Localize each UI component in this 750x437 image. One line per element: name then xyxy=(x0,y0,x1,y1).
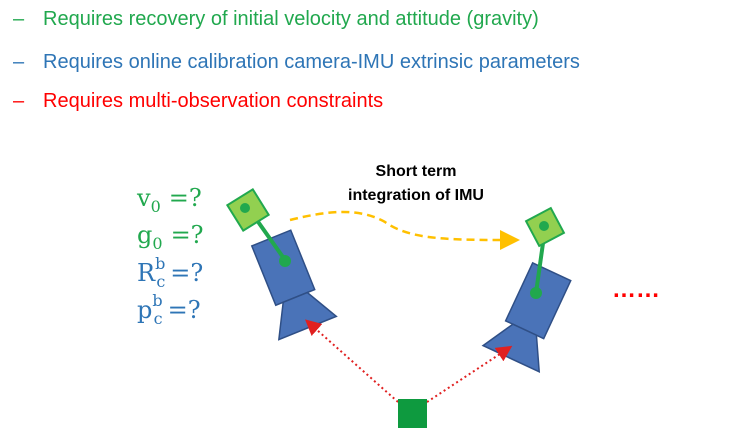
imu-left-link xyxy=(252,214,287,262)
imu-right-dot xyxy=(539,221,549,231)
unknown-rcb-symbol: R xyxy=(137,259,156,287)
imu-left-body-dot xyxy=(279,255,291,267)
unknown-v0: v0 =? xyxy=(136,184,202,216)
unknown-pcb-superscript: b xyxy=(152,291,162,310)
camera-right-body-group xyxy=(481,261,572,374)
observation-ray-right xyxy=(426,345,513,403)
landmark-square xyxy=(398,399,427,428)
unknown-g0-rest: =? xyxy=(171,221,204,249)
observation-ray-left xyxy=(305,319,399,403)
unknown-v0-symbol: v xyxy=(136,184,151,212)
imu-integration-label: Short term integration of IMU xyxy=(348,163,484,204)
unknown-g0: g0 =? xyxy=(137,221,204,253)
unknown-pcb-symbol: p xyxy=(137,296,152,324)
camera-left-body-group xyxy=(250,229,338,341)
unknown-g0-subscript: 0 xyxy=(152,234,162,253)
camera-left xyxy=(225,187,338,341)
imu-left-dot xyxy=(240,203,250,213)
unknown-g0-symbol: g xyxy=(137,221,152,249)
unknown-pcb-subscript: c xyxy=(154,309,163,328)
bullet-dash: – xyxy=(13,51,25,73)
unknown-v0-rest: =? xyxy=(169,184,202,212)
camera-left-lens xyxy=(277,291,338,341)
bullet-multi-observation: –Requires multi-observation constraints xyxy=(13,90,383,113)
bullet-dash: – xyxy=(13,8,25,30)
bullet-text: Requires online calibration camera-IMU e… xyxy=(43,51,580,73)
integration-label-line2: integration of IMU xyxy=(348,187,484,204)
imu-right-body-dot xyxy=(530,287,542,299)
bullet-initial-velocity: –Requires recovery of initial velocity a… xyxy=(13,8,539,31)
unknown-rcb-subscript: c xyxy=(156,272,165,291)
bullet-text: Requires recovery of initial velocity an… xyxy=(43,8,539,30)
imu-right-link xyxy=(534,235,546,294)
continuation-ellipsis: …… xyxy=(612,276,660,303)
unknown-rcb-rest: =? xyxy=(170,259,203,287)
bullet-text: Requires multi-observation constraints xyxy=(43,90,384,112)
unknown-pcb-rest: =? xyxy=(168,296,201,324)
bullet-dash: – xyxy=(13,90,25,112)
integration-label-line1: Short term xyxy=(376,163,457,180)
unknown-rcb-superscript: b xyxy=(155,254,165,273)
unknown-v0-subscript: 0 xyxy=(151,197,161,216)
bullet-extrinsic-calibration: –Requires online calibration camera-IMU … xyxy=(13,51,580,74)
camera-right xyxy=(481,206,572,374)
imu-integration-arrow xyxy=(289,210,520,250)
